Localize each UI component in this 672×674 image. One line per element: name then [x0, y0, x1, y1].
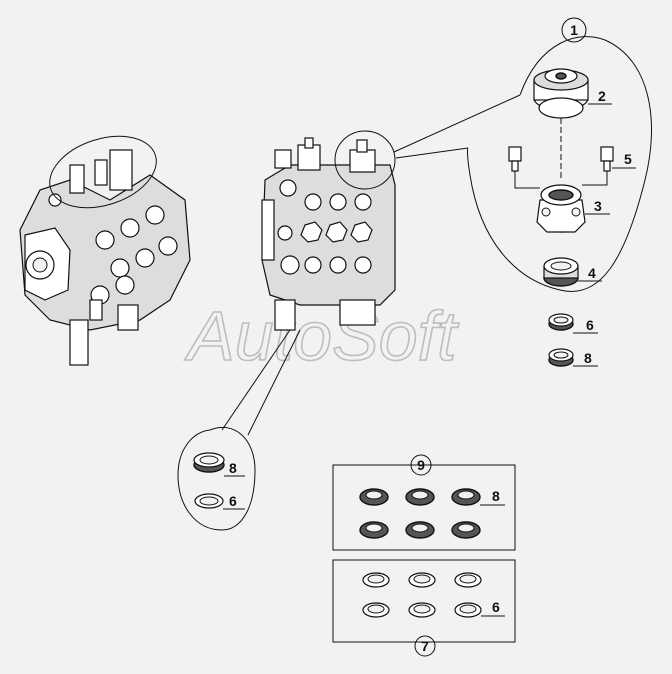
detail-1-outline — [467, 36, 653, 292]
callout-8-detail: 8 — [584, 350, 592, 366]
callout-7: 7 — [421, 638, 429, 654]
part-6-ring — [548, 313, 574, 331]
callout-5: 5 — [624, 151, 632, 167]
callout-8-left: 8 — [229, 460, 237, 476]
part-4-ring — [543, 257, 579, 287]
callout-6-left: 6 — [229, 493, 237, 509]
lower-left-detail-outline — [177, 426, 256, 531]
kit-9-box — [332, 464, 516, 551]
callout-8-kit9: 8 — [492, 488, 500, 504]
part-3-body — [536, 184, 586, 233]
callout-6-detail: 6 — [586, 317, 594, 333]
part-2-cap — [533, 68, 589, 119]
callout-circle-1 — [561, 17, 587, 43]
callout-9: 9 — [417, 457, 425, 473]
left-valve-assembly — [19, 149, 191, 366]
lower-left-ring-6 — [194, 493, 224, 509]
callout-circle-9 — [410, 454, 432, 476]
callout-3: 3 — [594, 198, 602, 214]
callout-2: 2 — [598, 88, 606, 104]
center-detail-circle — [334, 130, 396, 190]
callout-1: 1 — [570, 22, 578, 38]
kit-7-rings — [362, 572, 482, 618]
kit-9-rings — [359, 488, 481, 539]
part-8-ring — [548, 348, 574, 367]
kit-7-box — [332, 559, 516, 643]
callout-4: 4 — [588, 265, 596, 281]
lower-left-ring-8 — [193, 452, 225, 473]
callout-circle-7 — [414, 635, 436, 657]
left-detail-ellipse — [49, 135, 157, 209]
callout-6-kit7: 6 — [492, 599, 500, 615]
watermark: AutoSoft — [184, 297, 459, 375]
center-valve-assembly — [261, 137, 396, 331]
